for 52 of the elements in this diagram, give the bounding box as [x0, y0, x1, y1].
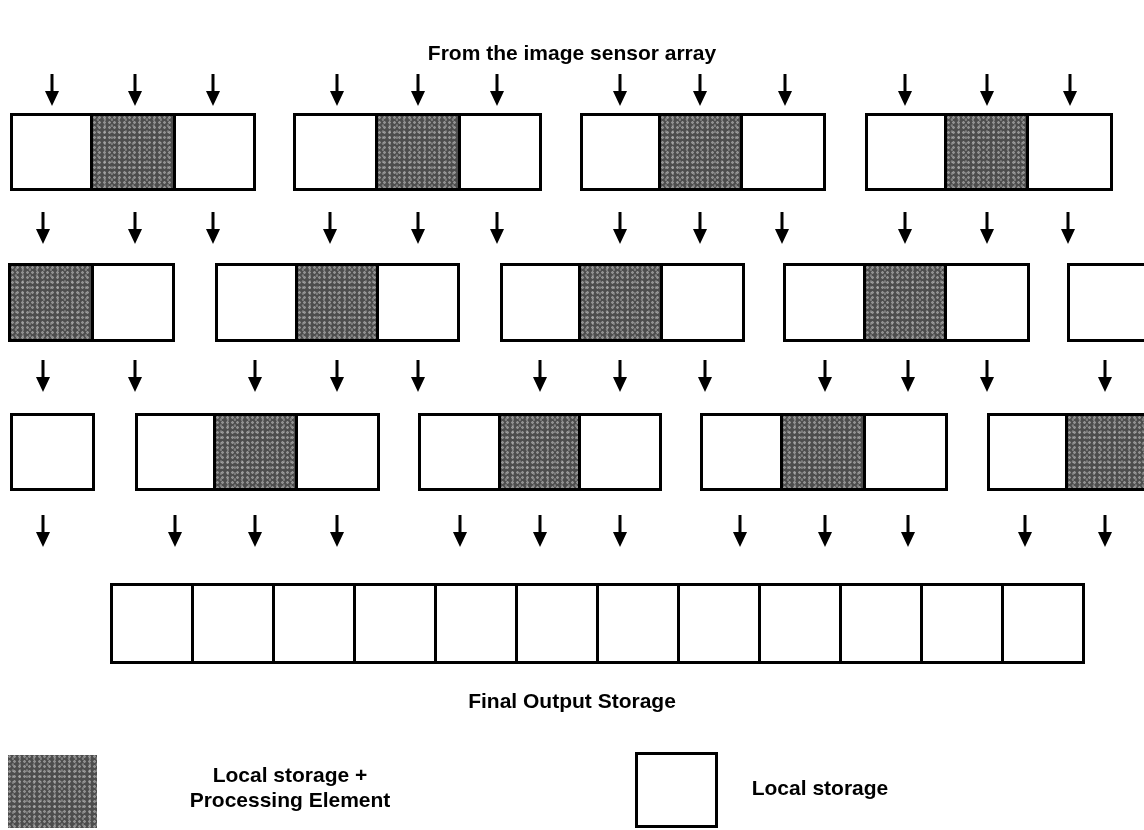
local-storage-cell	[418, 413, 501, 491]
local-storage-cell	[660, 263, 745, 342]
local-storage-cell	[135, 413, 216, 491]
local-storage-cell	[1026, 113, 1113, 191]
output-storage-cell	[434, 583, 518, 664]
local-storage-cell	[783, 263, 866, 342]
output-storage-cell	[353, 583, 437, 664]
processing-element-cell	[1065, 413, 1144, 491]
output-storage-cell	[677, 583, 761, 664]
output-storage-cell	[596, 583, 680, 664]
local-storage-cell	[173, 113, 256, 191]
local-storage-cell	[700, 413, 783, 491]
local-storage-cell	[215, 263, 298, 342]
processing-element-cell	[658, 113, 743, 191]
local-storage-cell	[1067, 263, 1144, 342]
local-storage-cell	[458, 113, 542, 191]
local-storage-cell	[580, 113, 661, 191]
local-storage-cell	[865, 113, 947, 191]
caption-text: Final Output Storage	[467, 688, 677, 714]
processing-element-cell	[90, 113, 176, 191]
output-storage-cell	[110, 583, 194, 664]
local-storage-cell	[500, 263, 581, 342]
output-storage-cell	[191, 583, 275, 664]
local-storage-cell	[295, 413, 380, 491]
processing-element-cell	[863, 263, 947, 342]
output-storage-cell	[1001, 583, 1085, 664]
local-storage-cell	[293, 113, 378, 191]
output-storage-cell	[758, 583, 842, 664]
processing-element-cell	[498, 413, 581, 491]
title-text: From the image sensor array	[426, 40, 718, 66]
local-storage-cell	[10, 413, 95, 491]
processing-element-cell	[375, 113, 461, 191]
output-storage-cell	[920, 583, 1004, 664]
local-storage-cell	[863, 413, 948, 491]
output-storage-cell	[839, 583, 923, 664]
processing-element-cell	[8, 263, 94, 342]
local-storage-cell	[740, 113, 826, 191]
local-storage-cell	[987, 413, 1068, 491]
local-storage-cell	[376, 263, 460, 342]
processing-element-cell	[578, 263, 663, 342]
local-storage-cell	[578, 413, 662, 491]
local-storage-cell	[91, 263, 175, 342]
legend-label: Local storage + Processing Element	[188, 762, 392, 813]
local-storage-cell	[944, 263, 1030, 342]
processing-element-cell	[213, 413, 298, 491]
processing-element-cell	[780, 413, 866, 491]
output-storage-cell	[515, 583, 599, 664]
legend-label: Local storage	[750, 775, 890, 801]
processing-element-cell	[295, 263, 379, 342]
local-storage-cell	[10, 113, 93, 191]
processing-element-cell	[944, 113, 1029, 191]
output-storage-cell	[272, 583, 356, 664]
